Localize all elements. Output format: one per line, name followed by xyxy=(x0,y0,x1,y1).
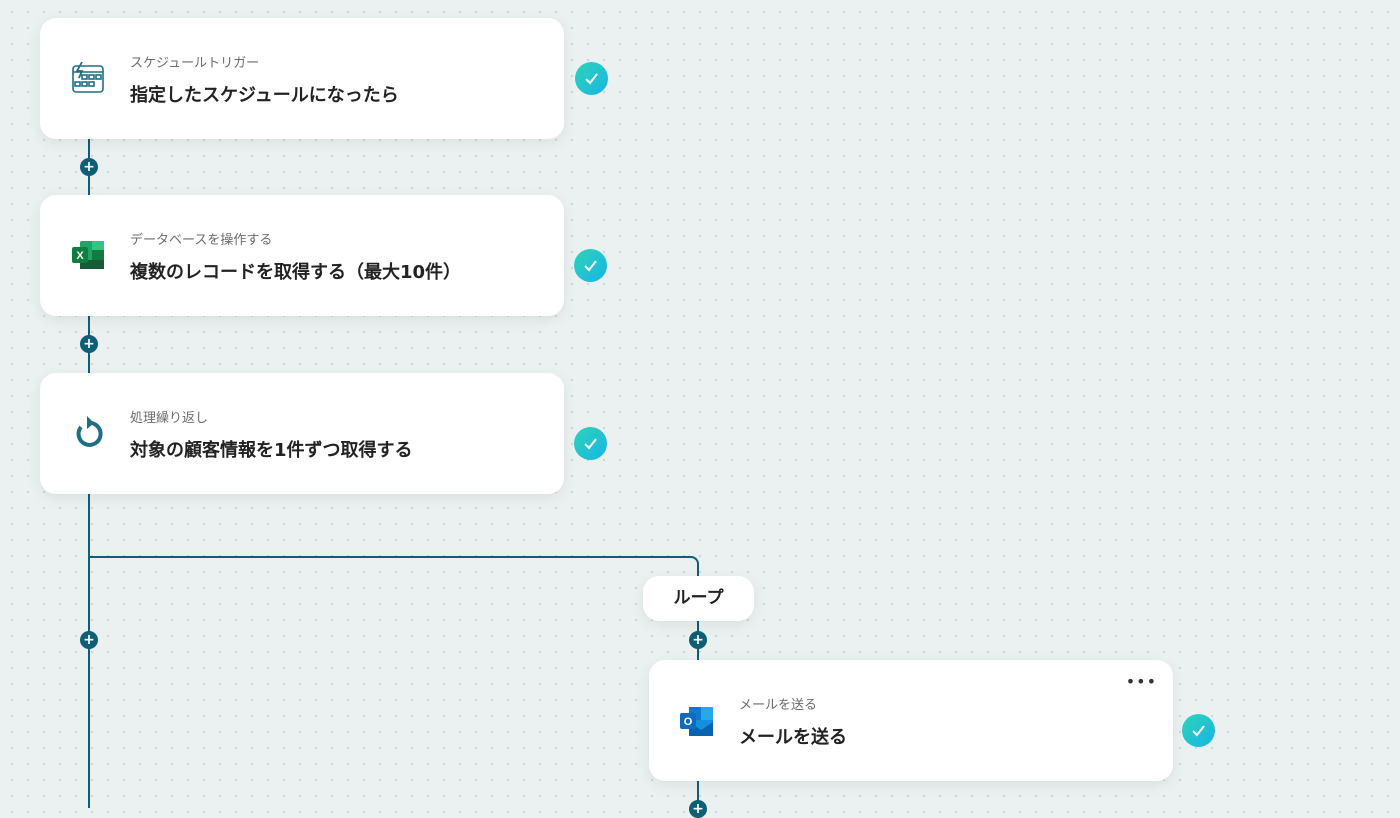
step-subtitle: スケジュールトリガー xyxy=(130,56,260,71)
step-card-database[interactable]: X データベースを操作する 複数のレコードを取得する（最大10件） xyxy=(40,195,564,316)
add-step-button[interactable]: + xyxy=(80,158,98,176)
check-icon xyxy=(1182,714,1215,747)
step-subtitle: 処理繰り返し xyxy=(130,411,209,426)
svg-text:X: X xyxy=(76,250,84,262)
step-card-schedule-trigger[interactable]: スケジュールトリガー 指定したスケジュールになったら xyxy=(40,18,564,139)
check-icon xyxy=(574,427,607,460)
add-step-button[interactable]: + xyxy=(80,335,98,353)
check-icon xyxy=(574,249,607,282)
step-card-send-mail[interactable]: ••• O メールを送る メールを送る xyxy=(649,660,1173,781)
add-step-button[interactable]: + xyxy=(689,631,707,649)
step-title: 指定したスケジュールになったら xyxy=(130,85,399,106)
step-title: 対象の顧客情報を1件ずつ取得する xyxy=(130,440,413,461)
loop-label[interactable]: ループ xyxy=(643,576,754,621)
add-step-button[interactable]: + xyxy=(80,631,98,649)
svg-text:O: O xyxy=(684,716,693,728)
connector-branch-corner xyxy=(686,556,699,568)
step-card-loop[interactable]: 処理繰り返し 対象の顧客情報を1件ずつ取得する xyxy=(40,373,564,494)
step-subtitle: メールを送る xyxy=(739,698,818,713)
step-title: 複数のレコードを取得する（最大10件） xyxy=(130,262,462,283)
loop-icon xyxy=(70,415,106,451)
connector-branch xyxy=(88,556,692,558)
more-options-icon[interactable]: ••• xyxy=(1125,672,1157,691)
step-title: メールを送る xyxy=(739,727,847,748)
excel-icon: X xyxy=(70,237,106,273)
calendar-bolt-icon xyxy=(70,60,106,96)
outlook-icon: O xyxy=(679,704,715,740)
add-step-button[interactable]: + xyxy=(689,800,707,818)
step-subtitle: データベースを操作する xyxy=(130,233,273,248)
check-icon xyxy=(575,62,608,95)
